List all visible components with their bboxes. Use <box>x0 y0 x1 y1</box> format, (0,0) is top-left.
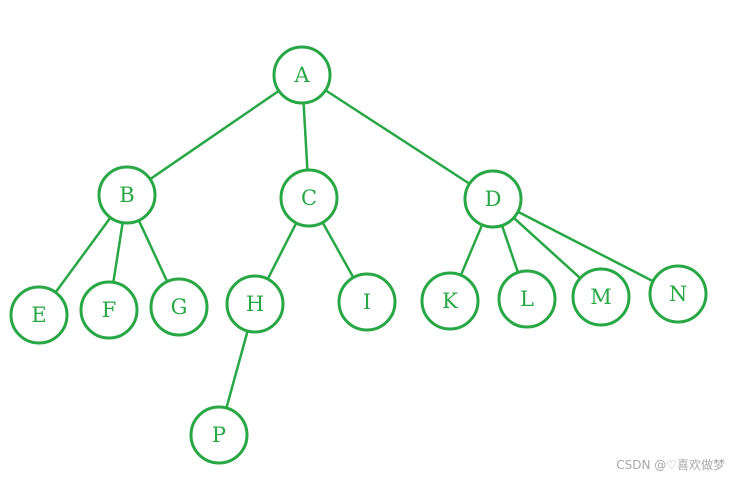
node-h: H <box>225 274 285 334</box>
node-n: N <box>648 264 708 324</box>
node-label: L <box>520 287 534 311</box>
node-label: B <box>119 183 134 207</box>
node-label: E <box>31 303 46 327</box>
node-circle <box>420 271 480 331</box>
node-label: A <box>293 63 310 87</box>
node-e: E <box>9 285 69 345</box>
node-circle <box>97 165 157 225</box>
node-circle <box>189 405 249 465</box>
node-i: I <box>337 272 397 332</box>
node-label: F <box>102 298 117 322</box>
node-label: I <box>363 290 371 314</box>
edge-b-f <box>112 221 124 284</box>
edge-d-l <box>500 224 520 274</box>
edge-c-h <box>266 221 298 281</box>
node-p: P <box>189 405 249 465</box>
nodes-layer: A B C D E F G H I K L M N P <box>9 45 708 465</box>
node-label: M <box>590 285 612 309</box>
edge-b-g <box>137 219 169 283</box>
node-circle <box>9 285 69 345</box>
node-circle <box>648 264 708 324</box>
node-circle <box>463 169 523 229</box>
node-label: D <box>485 187 502 211</box>
edge-a-d <box>324 88 471 186</box>
node-circle <box>571 267 631 327</box>
edge-c-i <box>321 221 355 279</box>
node-label: N <box>669 282 687 306</box>
node-circle <box>272 45 332 105</box>
node-d: D <box>463 169 523 229</box>
node-circle <box>337 272 397 332</box>
node-l: L <box>497 269 557 329</box>
edges-layer <box>54 88 655 410</box>
edge-d-n <box>516 210 655 283</box>
edge-d-m <box>512 216 582 280</box>
node-label: P <box>212 423 226 447</box>
edge-d-k <box>459 223 484 277</box>
node-circle <box>497 269 557 329</box>
watermark: CSDN @♡喜欢做梦 <box>616 458 725 472</box>
node-label: G <box>171 295 188 319</box>
node-label: K <box>442 289 458 313</box>
edge-a-b <box>148 89 281 181</box>
edge-h-p <box>225 329 249 410</box>
node-circle <box>79 280 139 340</box>
node-a: A <box>272 45 332 105</box>
node-circle <box>149 277 209 337</box>
edge-b-e <box>54 216 112 294</box>
node-circle <box>225 274 285 334</box>
node-label: H <box>246 292 264 316</box>
node-c: C <box>279 168 339 228</box>
node-circle <box>279 168 339 228</box>
node-g: G <box>149 277 209 337</box>
node-label: C <box>301 186 317 210</box>
node-f: F <box>79 280 139 340</box>
edge-a-c <box>302 101 309 172</box>
node-m: M <box>571 267 631 327</box>
node-k: K <box>420 271 480 331</box>
node-b: B <box>97 165 157 225</box>
